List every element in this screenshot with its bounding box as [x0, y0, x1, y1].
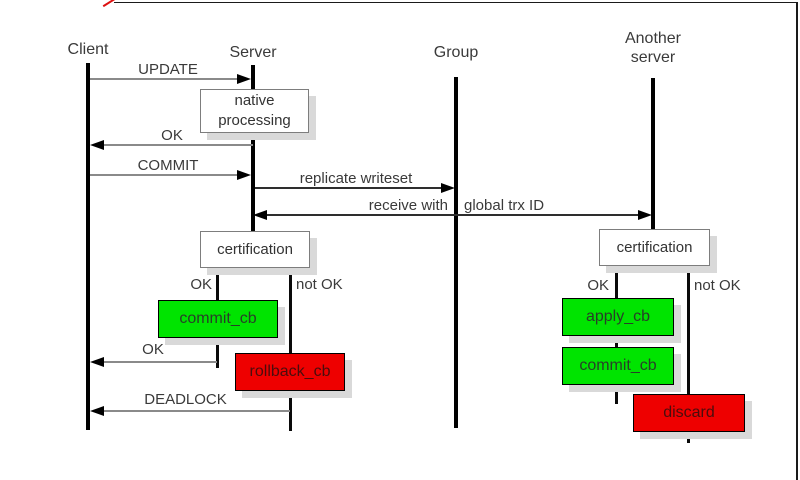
lifeline-group-label: Group — [433, 44, 479, 61]
native-processing-box: native processing — [200, 89, 309, 133]
certification-server-box: certification — [200, 231, 310, 268]
message-ok-native-label: OK — [161, 127, 183, 144]
message-receive-right-label: global trx ID — [464, 197, 545, 214]
arrowhead-right-icon — [237, 74, 251, 84]
message-replicate-label: replicate writeset — [299, 170, 413, 187]
commit-cb-server-box: commit_cb — [158, 300, 278, 338]
arrowhead-right-icon — [638, 210, 652, 220]
message-commit-line — [90, 174, 237, 176]
arrowhead-right-icon — [441, 183, 455, 193]
another-not-ok-branch-label: not OK — [694, 277, 741, 294]
lifeline-server-label: Server — [229, 44, 277, 61]
another-ok-branch-label: OK — [587, 277, 609, 294]
lifeline-another-server-line — [651, 78, 655, 233]
lifeline-another-server-label: Another server — [624, 30, 682, 66]
arrowhead-right-icon — [237, 170, 251, 180]
lifeline-server-line — [251, 65, 255, 235]
message-ok-commit-label: OK — [142, 341, 164, 358]
message-ok-native-line — [104, 144, 253, 146]
lifeline-group-line — [454, 77, 458, 428]
frame-right-border — [796, 2, 798, 480]
message-commit-label: COMMIT — [137, 157, 199, 174]
message-replicate-line — [255, 187, 441, 189]
server-ok-branch-label: OK — [190, 276, 212, 293]
another-not-ok-branch-line — [687, 264, 690, 443]
certification-another-box: certification — [599, 229, 710, 266]
apply-cb-box: apply_cb — [562, 298, 674, 336]
message-receive-left-label: receive with — [368, 197, 448, 214]
commit-cb-another-box: commit_cb — [562, 347, 674, 385]
message-update-label: UPDATE — [138, 61, 198, 78]
message-deadlock-line — [104, 410, 290, 412]
arrowhead-left-icon — [90, 357, 104, 367]
lifeline-client-label: Client — [67, 41, 109, 58]
server-not-ok-branch-label: not OK — [296, 276, 343, 293]
message-update-line — [90, 78, 237, 80]
lifeline-client-line — [86, 63, 90, 430]
arrowhead-left-icon — [253, 210, 267, 220]
message-deadlock-label: DEADLOCK — [144, 391, 227, 408]
arrowhead-left-icon — [90, 140, 104, 150]
message-receive-line — [267, 214, 638, 216]
frame-top-border — [114, 2, 798, 3]
message-ok-commit-line — [104, 361, 217, 363]
arrowhead-left-icon — [90, 406, 104, 416]
discard-box: discard — [633, 394, 745, 432]
rollback-cb-box: rollback_cb — [235, 353, 345, 391]
server-not-ok-branch-line — [289, 266, 292, 431]
